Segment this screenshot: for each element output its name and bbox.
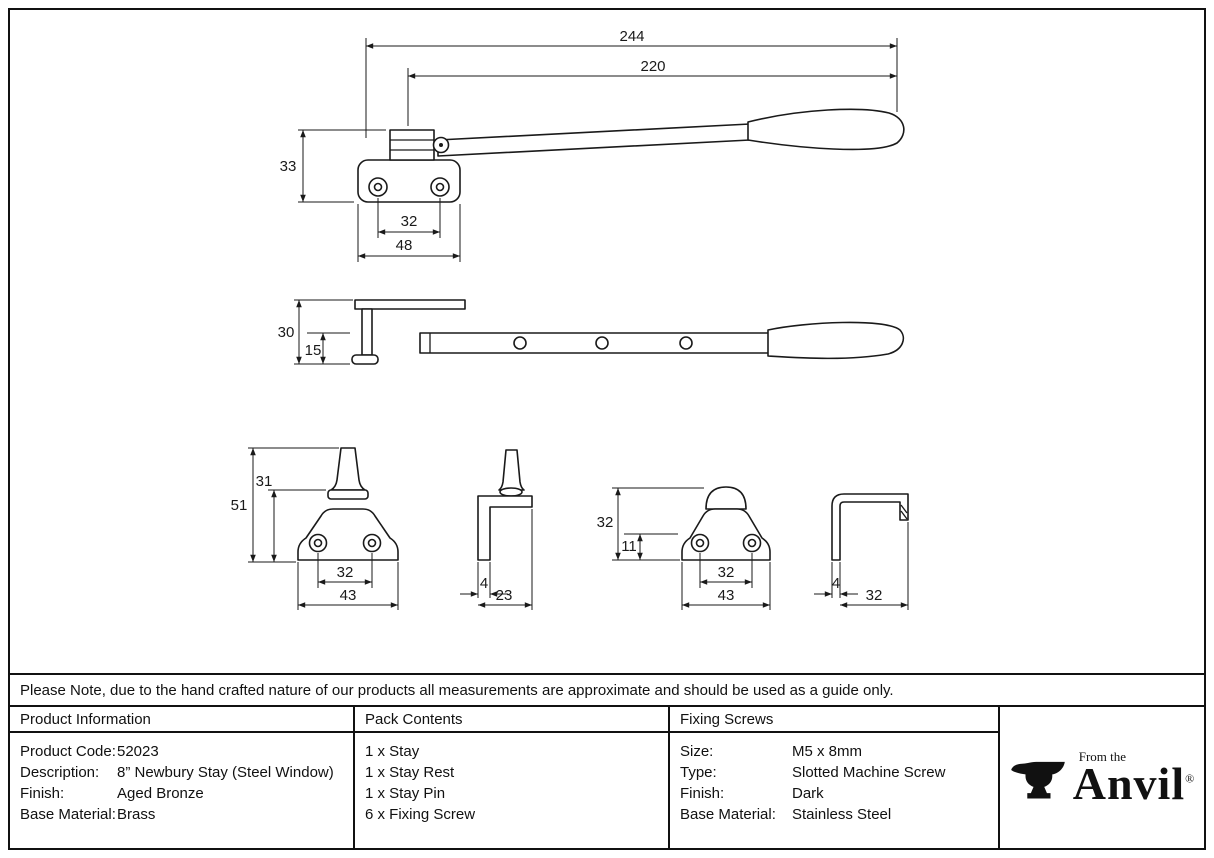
dim-pin-height: 31 bbox=[256, 473, 273, 490]
row-value: Dark bbox=[792, 785, 824, 802]
fixing-screws-header: Fixing Screws bbox=[670, 707, 998, 733]
pack-item: 6 x Fixing Screw bbox=[365, 806, 476, 823]
stay-pin-side-view: 4 23 bbox=[460, 449, 533, 610]
note-bar: Please Note, due to the hand crafted nat… bbox=[10, 673, 1204, 705]
pack-item: 1 x Stay Rest bbox=[365, 764, 455, 781]
dim-arm-length: 220 bbox=[640, 58, 665, 75]
dim-bar-height: 15 bbox=[305, 342, 322, 359]
dim-rest-hole-spacing: 32 bbox=[718, 564, 735, 581]
row-label: Product Code: bbox=[20, 743, 116, 760]
table-row: Size: M5 x 8mm bbox=[680, 741, 988, 762]
brand-logo: From the Anvil® bbox=[1009, 749, 1196, 807]
spec-sheet: 244 220 33 32 48 bbox=[8, 8, 1206, 850]
dim-overall-length: 244 bbox=[619, 28, 644, 45]
product-info-header-label: Product Information bbox=[20, 710, 151, 728]
table-row: Finish: Dark bbox=[680, 783, 988, 804]
dim-rest-base-width: 43 bbox=[718, 587, 735, 604]
dim-rest-body-height: 11 bbox=[621, 538, 637, 555]
technical-drawing: 244 220 33 32 48 bbox=[10, 10, 1204, 673]
table-row: Base Material: Stainless Steel bbox=[680, 804, 988, 825]
pack-item: 1 x Stay Pin bbox=[365, 785, 446, 802]
pack-contents-header-label: Pack Contents bbox=[365, 710, 463, 728]
row-label: Description: bbox=[20, 764, 100, 781]
pack-contents-body: 1 x Stay 1 x Stay Rest 1 x Stay Pin 6 x … bbox=[355, 733, 668, 825]
brand-text: From the Anvil® bbox=[1073, 749, 1196, 807]
row-value: M5 x 8mm bbox=[792, 743, 863, 760]
table-row: Finish: Aged Bronze bbox=[20, 783, 343, 804]
row-value: Slotted Machine Screw bbox=[792, 764, 946, 781]
dim-pin-depth: 23 bbox=[496, 587, 513, 604]
stay-plan-view: 244 220 33 32 48 bbox=[280, 28, 905, 262]
dim-pin-plate-thickness: 4 bbox=[480, 575, 488, 592]
fixing-screws-column: Fixing Screws Size: M5 x 8mm Type: Slott… bbox=[670, 707, 1000, 848]
drawing-svg: 244 220 33 32 48 bbox=[231, 28, 909, 610]
pack-contents-column: Pack Contents 1 x Stay 1 x Stay Rest 1 x… bbox=[355, 707, 670, 848]
brand-area: From the Anvil® bbox=[1000, 707, 1204, 848]
brand-name-text: Anvil bbox=[1072, 757, 1186, 809]
row-label: Type: bbox=[680, 764, 717, 781]
stay-rest-front-view: 32 11 32 43 bbox=[597, 486, 771, 610]
dim-rest-depth: 32 bbox=[866, 587, 883, 604]
dim-pin-hole-spacing: 32 bbox=[337, 564, 354, 581]
pack-item: 1 x Stay bbox=[365, 743, 420, 760]
table-row: Product Code: 52023 bbox=[20, 741, 343, 762]
dim-rest-overall-height: 32 bbox=[597, 514, 614, 531]
row-label: Size: bbox=[680, 743, 714, 760]
stay-side-view: 30 15 bbox=[278, 299, 905, 365]
row-value: Brass bbox=[117, 806, 156, 823]
brand-name: Anvil® bbox=[1072, 757, 1196, 809]
pack-contents-header: Pack Contents bbox=[355, 707, 668, 733]
product-info-header: Product Information bbox=[10, 707, 353, 733]
row-label: Finish: bbox=[20, 785, 65, 802]
fixing-screws-header-label: Fixing Screws bbox=[680, 710, 774, 728]
registered-mark: ® bbox=[1185, 771, 1196, 786]
brand-tagline: From the bbox=[1078, 748, 1127, 764]
row-value: 52023 bbox=[117, 743, 159, 760]
row-value: Stainless Steel bbox=[792, 806, 892, 823]
fixing-screws-body: Size: M5 x 8mm Type: Slotted Machine Scr… bbox=[670, 733, 998, 825]
dim-plate-width: 48 bbox=[396, 237, 413, 254]
note-text: Please Note, due to the hand crafted nat… bbox=[20, 681, 894, 699]
row-value: 8” Newbury Stay (Steel Window) bbox=[117, 764, 334, 781]
row-label: Base Material: bbox=[680, 806, 776, 823]
table-row: Type: Slotted Machine Screw bbox=[680, 762, 988, 783]
dim-pin-overall-height: 51 bbox=[231, 497, 248, 514]
product-info-body: Product Code: 52023 Description: 8” Newb… bbox=[10, 733, 353, 825]
row-label: Finish: bbox=[680, 785, 725, 802]
row-label: Base Material: bbox=[20, 806, 116, 823]
stay-pin-front-view: 51 31 32 43 bbox=[231, 447, 399, 610]
row-value: Aged Bronze bbox=[117, 785, 204, 802]
dim-rest-height: 30 bbox=[278, 324, 295, 341]
dim-pin-base-width: 43 bbox=[340, 587, 357, 604]
spec-table: Product Information Product Code: 52023 … bbox=[10, 705, 1204, 848]
anvil-icon bbox=[1010, 761, 1065, 799]
table-row: Base Material: Brass bbox=[20, 804, 343, 825]
stay-rest-side-view: 4 32 bbox=[814, 493, 909, 610]
dim-hole-spacing: 32 bbox=[401, 213, 418, 230]
table-row: Description: 8” Newbury Stay (Steel Wind… bbox=[20, 762, 343, 783]
dim-rest-plate-thickness: 4 bbox=[832, 575, 840, 592]
product-info-column: Product Information Product Code: 52023 … bbox=[10, 707, 355, 848]
dim-plate-height: 33 bbox=[280, 158, 297, 175]
